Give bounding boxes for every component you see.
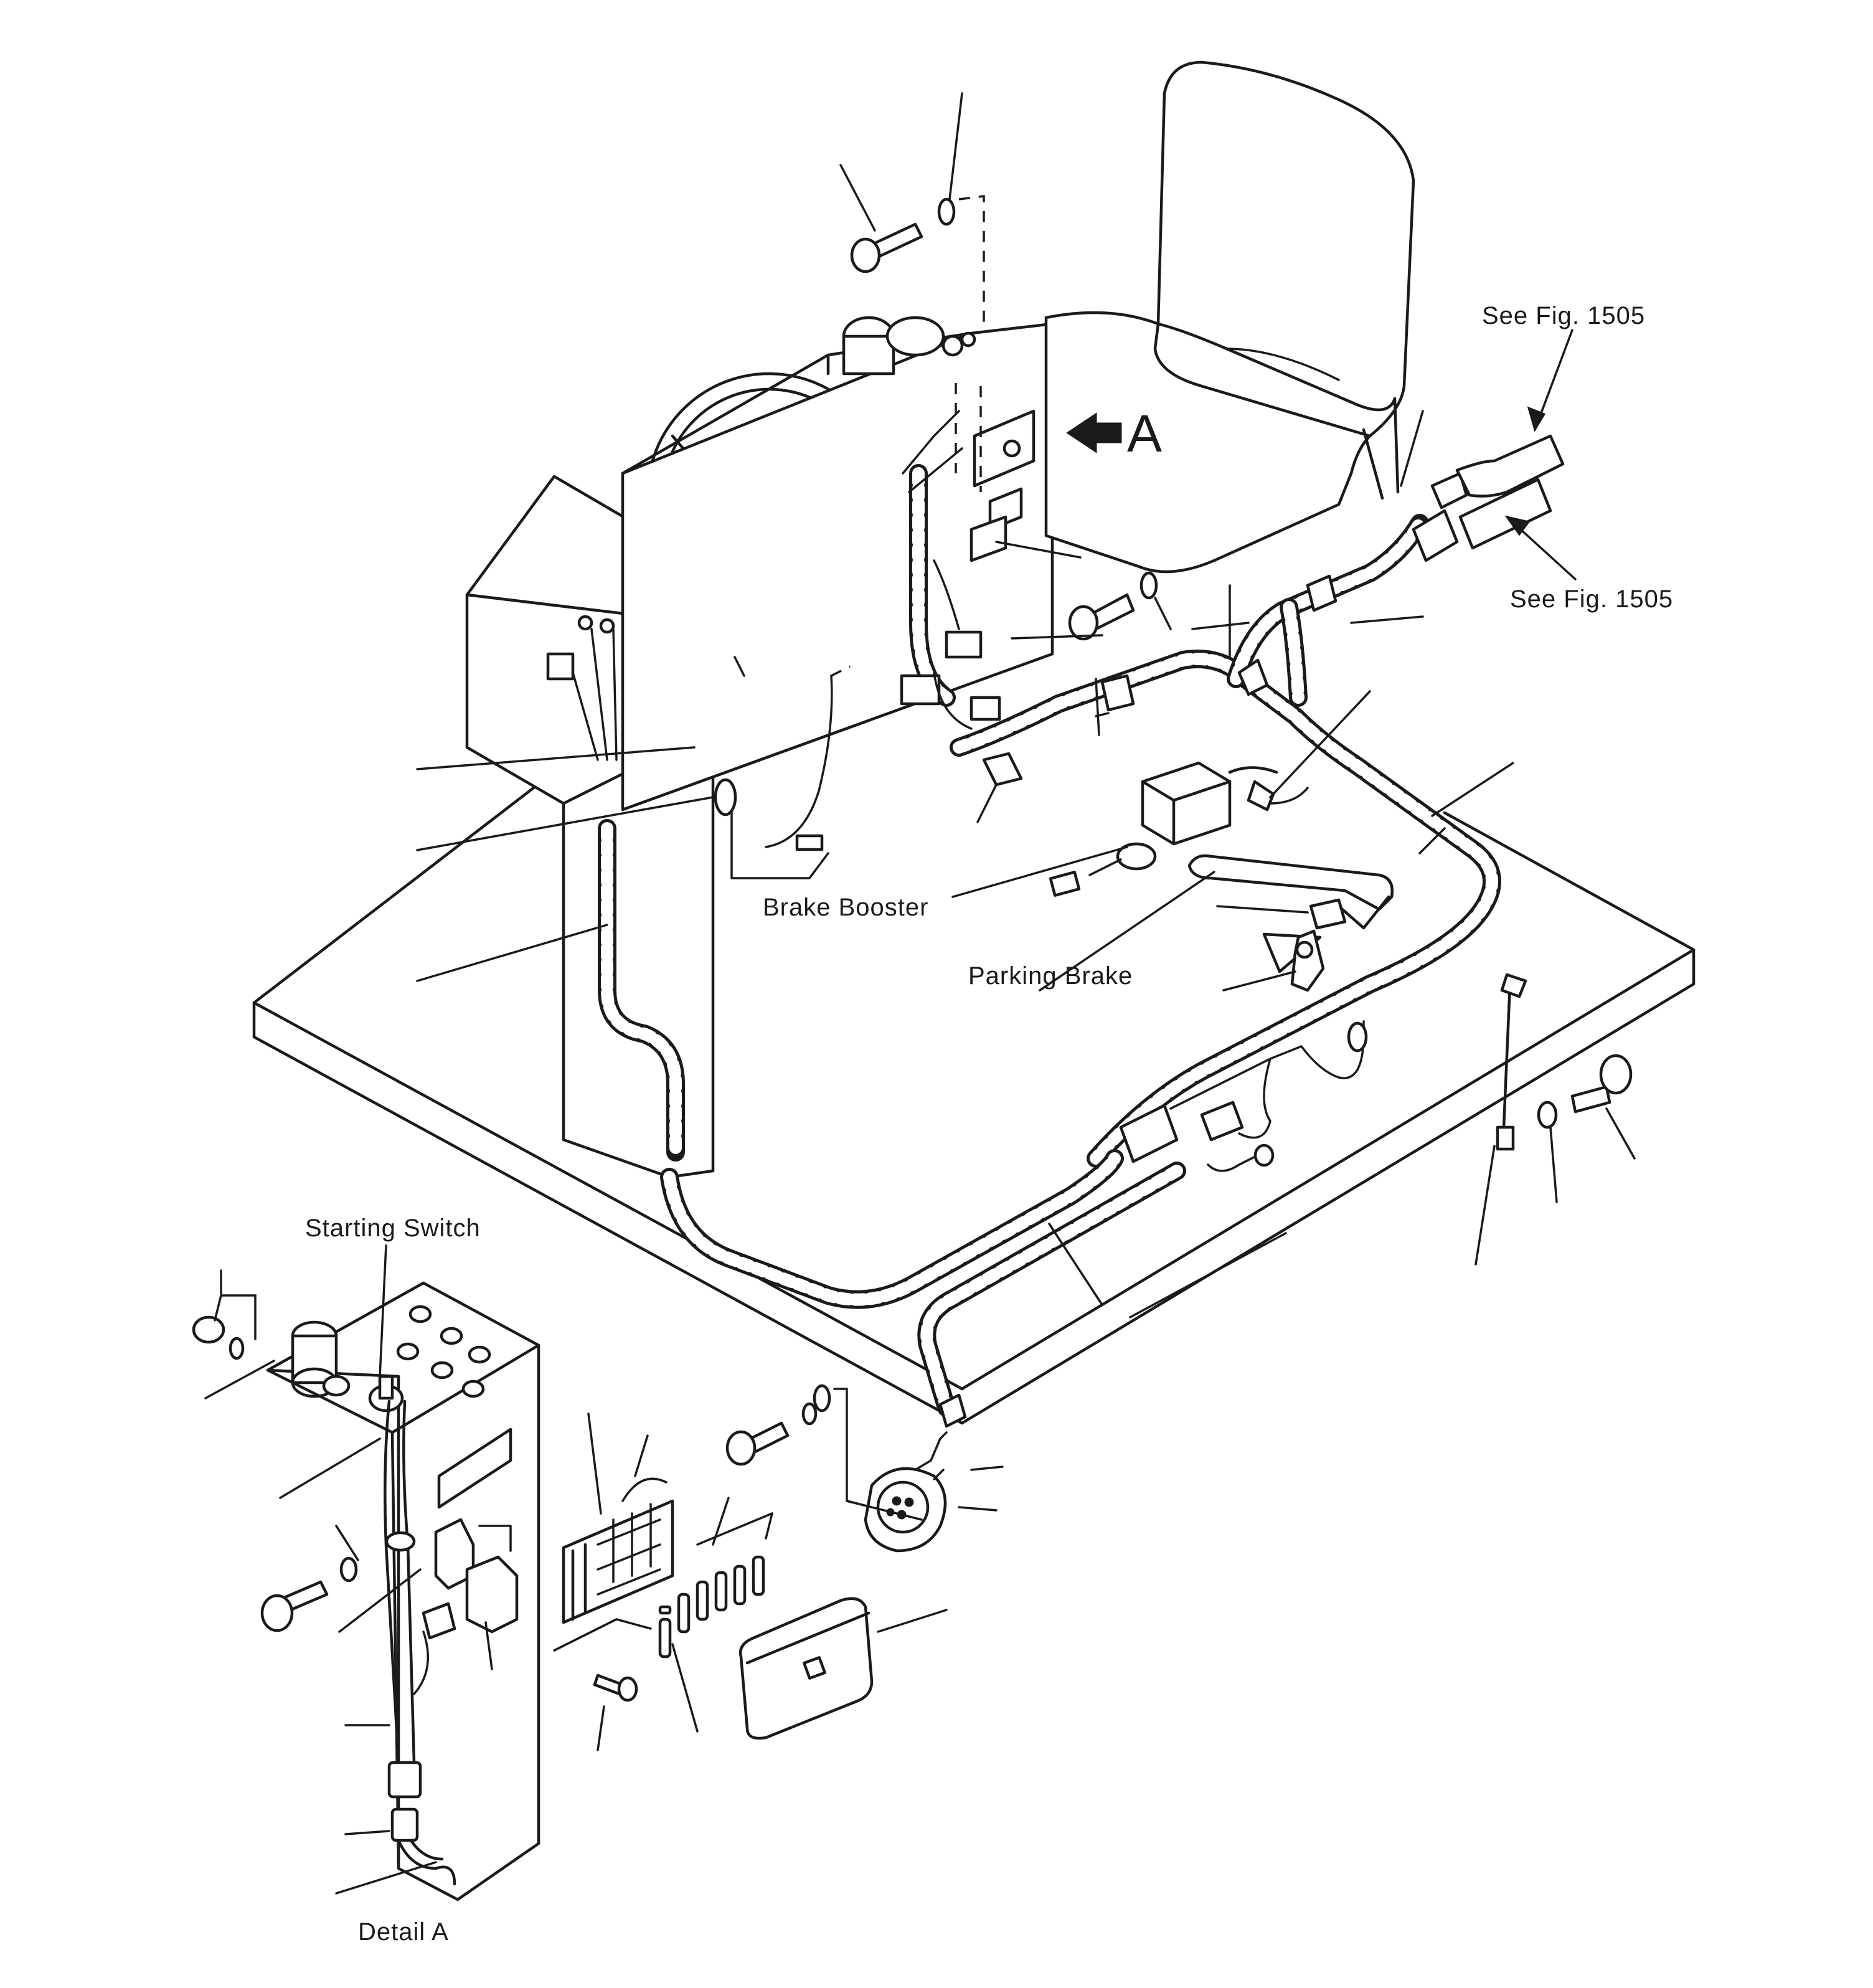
view-arrow-a: A: [1066, 404, 1162, 463]
right-console: [621, 316, 1054, 848]
brake-booster-label: Brake Booster: [763, 894, 928, 921]
brake-booster: [1049, 761, 1309, 897]
fuse-cover: [738, 1597, 874, 1740]
fuse-box: [553, 1477, 765, 1702]
detail-a-label: Detail A: [358, 1918, 449, 1946]
operator-seat: [1044, 60, 1415, 574]
view-arrow-label: A: [1127, 404, 1162, 463]
horn: [864, 1431, 948, 1553]
see-fig-label-upper: See Fig. 1505: [1482, 302, 1645, 329]
see-fig-label-lower: See Fig. 1505: [1510, 585, 1673, 613]
arrow-icon: [1066, 412, 1122, 453]
parking-brake: [1187, 854, 1394, 992]
leader-lines: [204, 92, 1636, 1895]
starting-switch-label: Starting Switch: [305, 1214, 481, 1242]
parking-brake-label: Parking Brake: [968, 962, 1133, 990]
fuse-1: [677, 1593, 691, 1634]
floor-plate: [252, 780, 1696, 1425]
bolt-head-top: [850, 237, 881, 273]
detail-a: [192, 1281, 540, 1901]
fig-1505-arrows: [1504, 329, 1577, 580]
main-harness: [660, 434, 1565, 1428]
washer-top: [937, 197, 956, 226]
text-labels: See Fig. 1505 See Fig. 1505 Brake Booste…: [305, 302, 1673, 1946]
